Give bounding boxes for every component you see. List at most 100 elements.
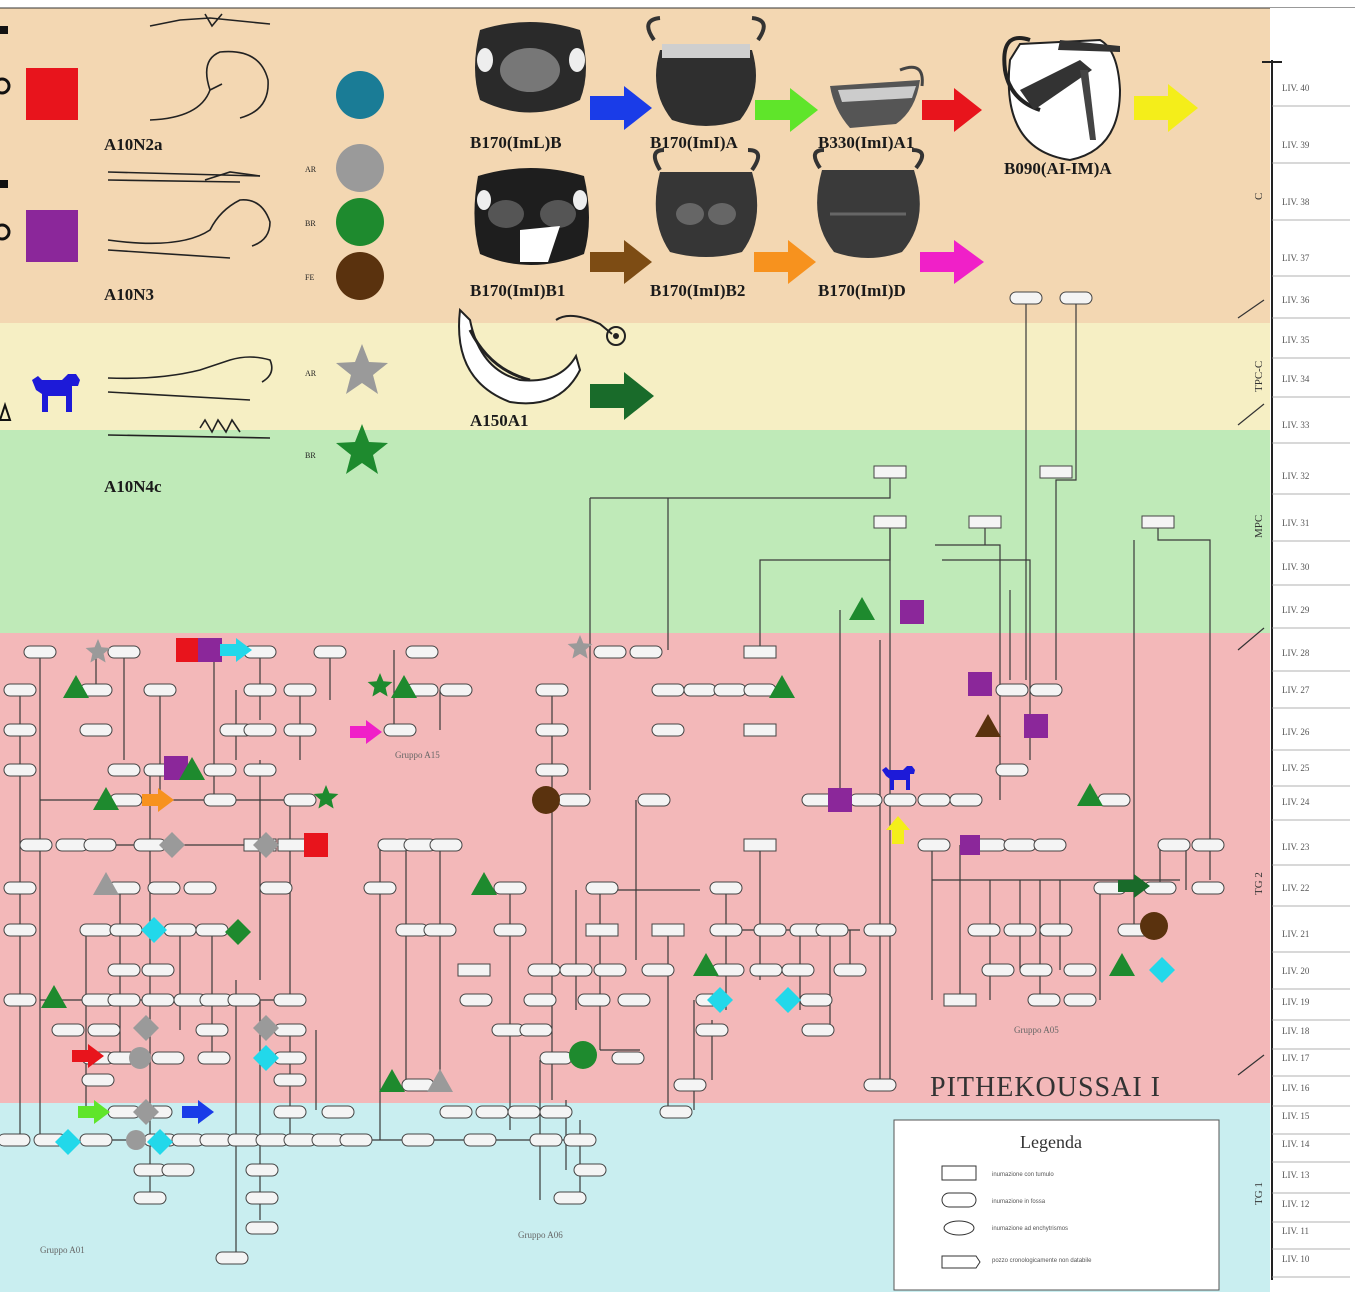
- burial-node: [750, 964, 782, 976]
- burial-node: [1004, 839, 1036, 851]
- burial-node: [84, 839, 116, 851]
- burial-node: [1040, 466, 1072, 478]
- burial-node: [4, 764, 36, 776]
- burial-node: [652, 924, 684, 936]
- burial-node: [800, 994, 832, 1006]
- burial-node: [564, 1134, 596, 1146]
- level-label: LIV. 24: [1282, 797, 1310, 807]
- burial-node: [918, 794, 950, 806]
- level-label: LIV. 17: [1282, 1053, 1310, 1063]
- burial-node: [874, 466, 906, 478]
- burial-node: [710, 882, 742, 894]
- burial-node: [494, 882, 526, 894]
- legend-ellipse-icon: [944, 1221, 974, 1235]
- burial-node: [80, 1134, 112, 1146]
- burial-node: [56, 839, 88, 851]
- vessel-b170imib1: [474, 168, 589, 265]
- level-label: LIV. 35: [1282, 335, 1310, 345]
- burial-node: [918, 839, 950, 851]
- burial-node: [714, 684, 746, 696]
- burial-node: [834, 964, 866, 976]
- burial-node: [322, 1106, 354, 1118]
- burial-node: [1040, 924, 1072, 936]
- circle-marker: [129, 1047, 151, 1069]
- burial-node: [246, 1164, 278, 1176]
- burial-node: [200, 1134, 232, 1146]
- burial-node: [578, 994, 610, 1006]
- burial-node: [684, 684, 716, 696]
- burial-node: [198, 1052, 230, 1064]
- level-label: LIV. 12: [1282, 1199, 1309, 1209]
- burial-node: [108, 964, 140, 976]
- burial-node: [196, 924, 228, 936]
- type-b170imib2: B170(ImI)B2: [650, 281, 745, 300]
- type-a10n3: A10N3: [104, 285, 154, 304]
- burial-node: [574, 1164, 606, 1176]
- burial-node: [642, 964, 674, 976]
- burial-node: [1004, 924, 1036, 936]
- burial-node: [274, 1024, 306, 1036]
- burial-node: [364, 882, 396, 894]
- period-tg1: TG 1: [1253, 1182, 1265, 1205]
- level-label: LIV. 18: [1282, 1026, 1310, 1036]
- burial-node: [244, 724, 276, 736]
- type-b170imid: B170(ImI)D: [818, 281, 906, 300]
- burial-node: [430, 839, 462, 851]
- burial-node: [996, 684, 1028, 696]
- level-label: LIV. 37: [1282, 253, 1310, 263]
- burial-node: [744, 646, 776, 658]
- burial-node: [196, 1024, 228, 1036]
- level-label: LIV. 25: [1282, 763, 1310, 773]
- burial-node: [944, 994, 976, 1006]
- type-a10n4c: A10N4c: [104, 477, 162, 496]
- burial-node: [630, 646, 662, 658]
- circle-marker: [126, 1130, 146, 1150]
- burial-node: [4, 924, 36, 936]
- burial-node: [508, 1106, 540, 1118]
- burial-node: [594, 646, 626, 658]
- burial-node: [164, 924, 196, 936]
- burial-node: [744, 724, 776, 736]
- burial-node: [536, 684, 568, 696]
- level-label: LIV. 20: [1282, 966, 1310, 976]
- type-b330imia1: B330(ImI)A1: [818, 133, 914, 152]
- circle-marker: [1140, 912, 1168, 940]
- burial-node: [312, 1134, 344, 1146]
- burial-node: [144, 684, 176, 696]
- burial-node: [110, 924, 142, 936]
- burial-node: [256, 1134, 288, 1146]
- burial-node: [152, 1052, 184, 1064]
- burial-node: [950, 794, 982, 806]
- level-label: LIV. 10: [1282, 1254, 1310, 1264]
- square-marker: [960, 835, 980, 855]
- metal-code-br: BR: [305, 219, 316, 228]
- burial-node: [612, 1052, 644, 1064]
- burial-node: [996, 764, 1028, 776]
- burial-node: [20, 839, 52, 851]
- burial-node: [594, 964, 626, 976]
- teal-circle-symbol: [336, 71, 384, 119]
- burial-node: [246, 1192, 278, 1204]
- level-label: LIV. 33: [1282, 420, 1310, 430]
- burial-node: [24, 646, 56, 658]
- legend-box: Legenda inumazione con tumulo inumazione…: [894, 1120, 1219, 1290]
- burial-node: [340, 1134, 372, 1146]
- period-c: C: [1253, 193, 1265, 200]
- square-marker: [176, 638, 200, 662]
- burial-node: [142, 964, 174, 976]
- burial-node: [1030, 684, 1062, 696]
- burial-node: [558, 794, 590, 806]
- burial-node: [744, 839, 776, 851]
- legend-item-4: pozzo cronologicamente non databile: [992, 1258, 1092, 1264]
- burial-node: [246, 1222, 278, 1234]
- burial-node: [134, 1192, 166, 1204]
- burial-node: [172, 1134, 204, 1146]
- burial-node: [1034, 839, 1066, 851]
- level-label: LIV. 11: [1282, 1226, 1309, 1236]
- level-label: LIV. 15: [1282, 1111, 1310, 1121]
- burial-node: [586, 924, 618, 936]
- burial-node: [4, 994, 36, 1006]
- burial-node: [1064, 994, 1096, 1006]
- burial-node: [560, 964, 592, 976]
- burial-node: [884, 794, 916, 806]
